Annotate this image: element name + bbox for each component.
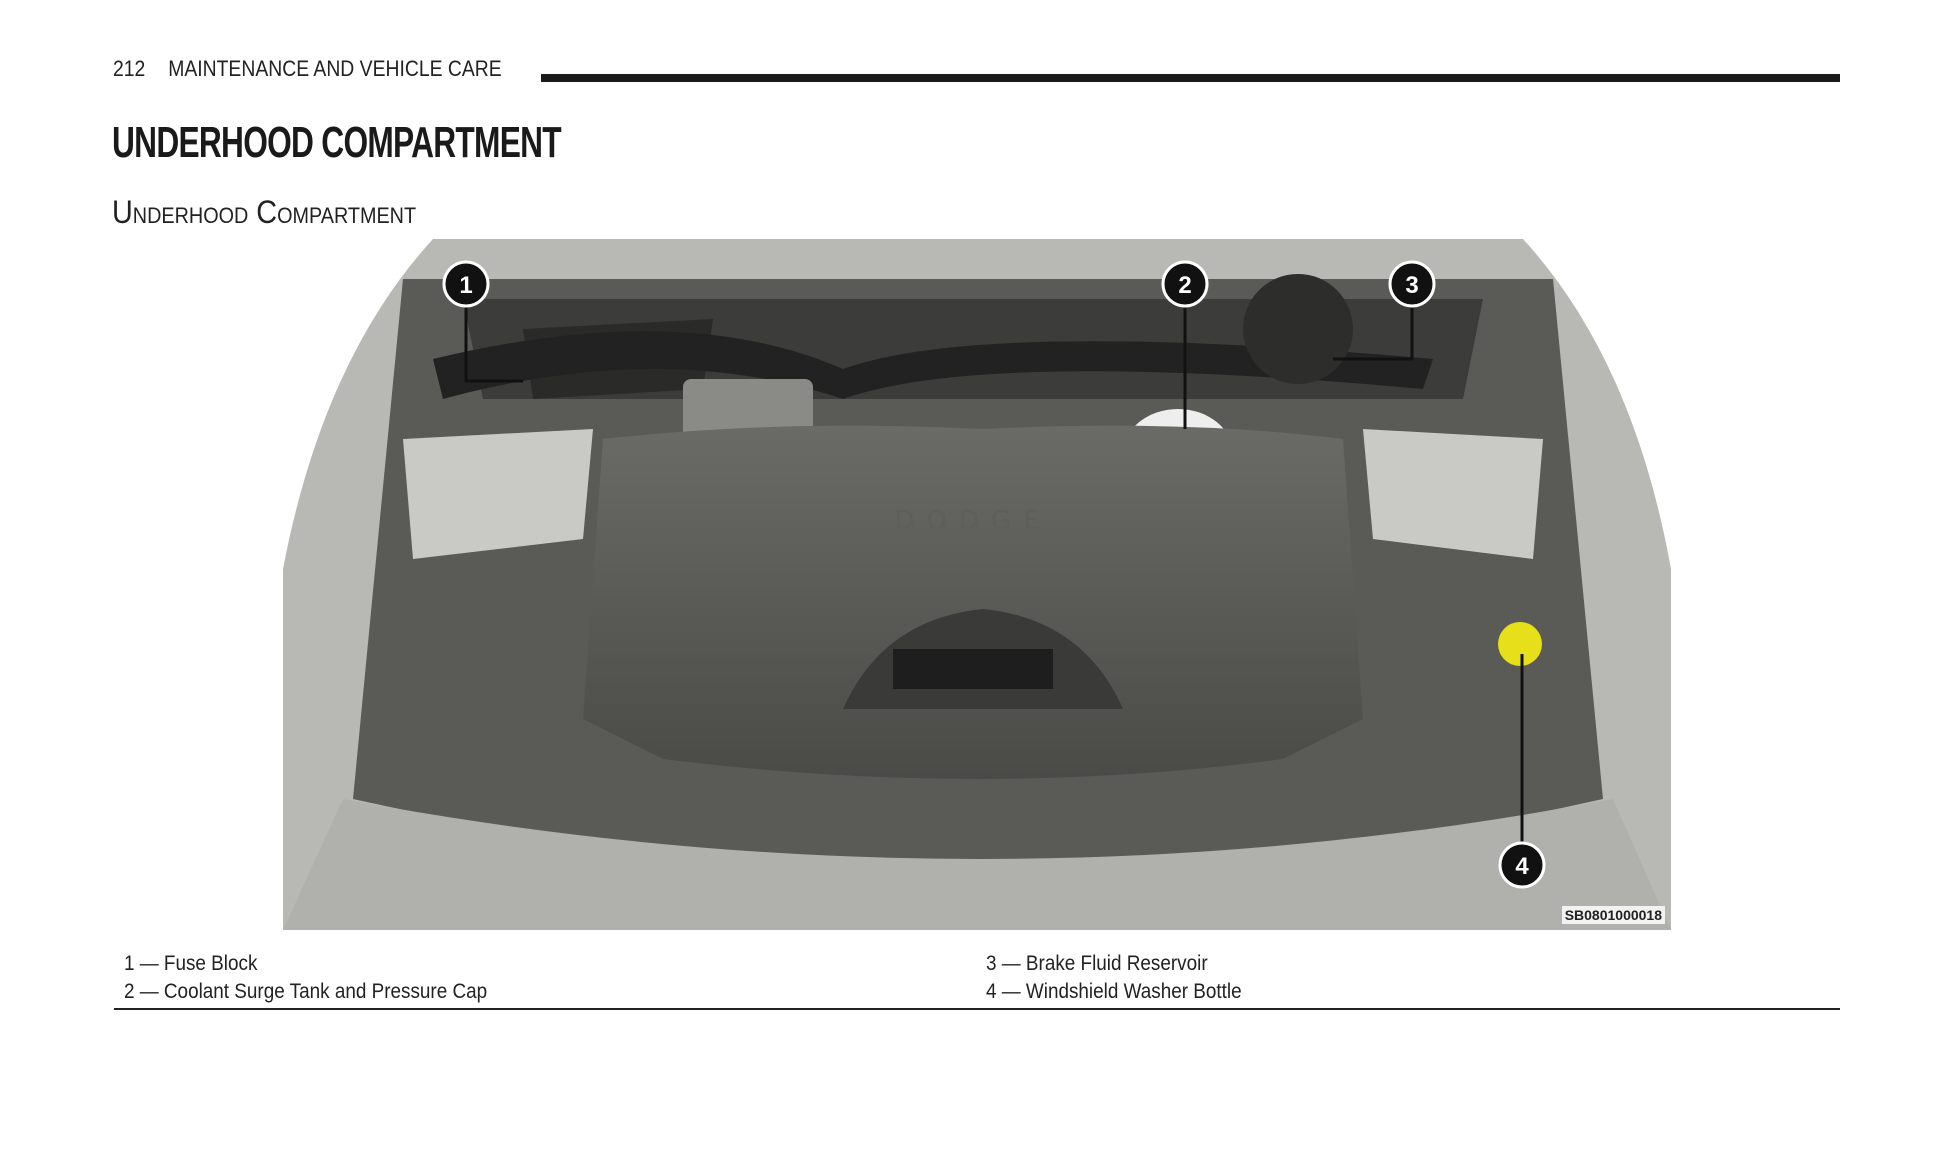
header-rule xyxy=(541,74,1840,82)
section-title: MAINTENANCE AND VEHICLE CARE xyxy=(168,56,502,81)
figure-title: Underhood Compartment xyxy=(112,194,417,230)
legend-item: 1 — Fuse Block xyxy=(124,952,258,975)
legend-item: 3 — Brake Fluid Reservoir xyxy=(986,952,1208,975)
svg-text:1: 1 xyxy=(459,272,472,299)
underhood-illustration: DODGE 1 2 3 4 SB0801000018 xyxy=(283,239,1671,930)
svg-text:2: 2 xyxy=(1178,272,1191,299)
svg-text:4: 4 xyxy=(1515,853,1529,880)
page-number: 212 xyxy=(113,56,146,81)
svg-text:3: 3 xyxy=(1405,272,1418,299)
running-header: 212 MAINTENANCE AND VEHICLE CARE xyxy=(113,56,502,82)
page-title: UNDERHOOD COMPARTMENT xyxy=(112,118,562,167)
legend-item: 2 — Coolant Surge Tank and Pressure Cap xyxy=(124,980,488,1003)
legend-rule xyxy=(114,1008,1840,1010)
callout-3: 3 xyxy=(1388,260,1436,308)
figure-code: SB0801000018 xyxy=(1561,906,1665,924)
callout-4: 4 xyxy=(1498,841,1546,889)
legend-item: 4 — Windshield Washer Bottle xyxy=(986,980,1242,1003)
callout-1: 1 xyxy=(442,260,490,308)
dodge-emboss: DODGE xyxy=(894,506,1051,536)
callout-2: 2 xyxy=(1161,260,1209,308)
